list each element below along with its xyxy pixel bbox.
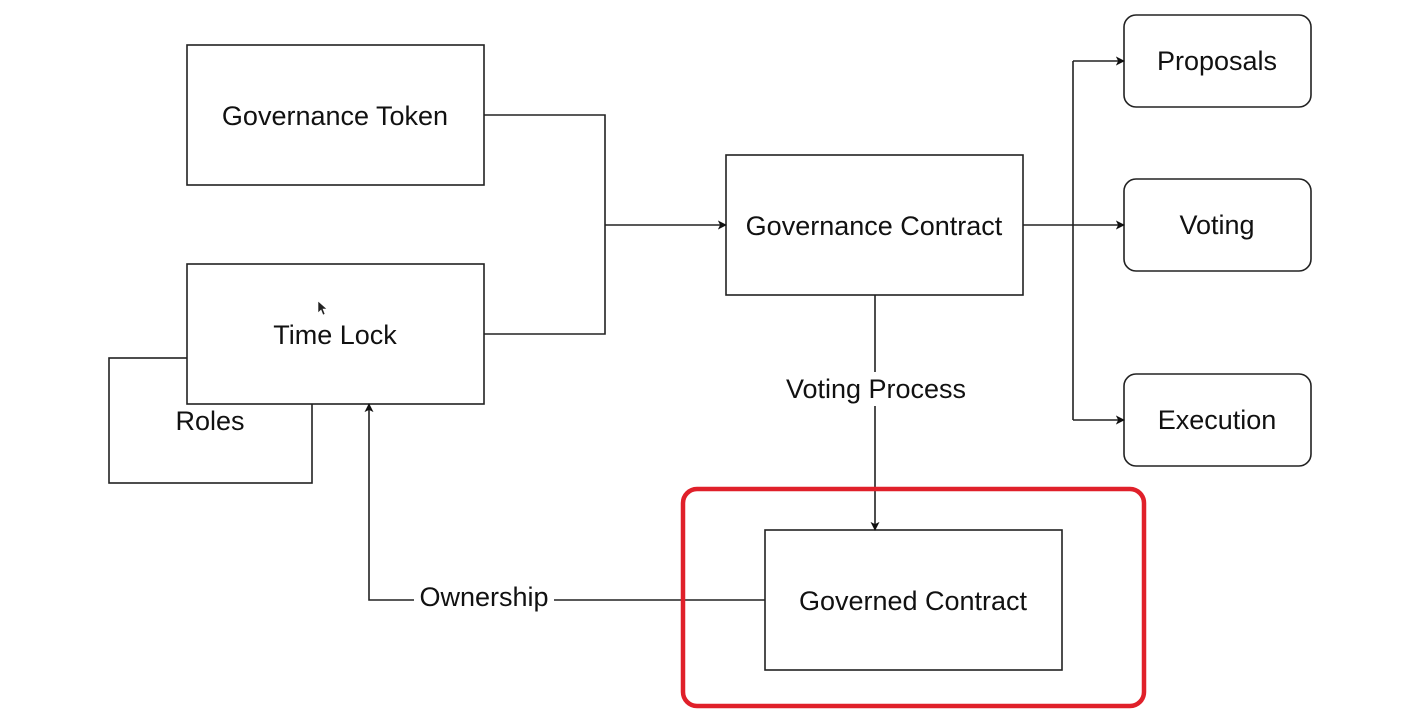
connector-ownership: [364, 403, 765, 601]
node-time-lock[interactable]: Time Lock: [186, 263, 485, 405]
node-voting-label: Voting: [1179, 210, 1254, 240]
edge-label-ownership: Ownership: [419, 582, 548, 612]
node-governance-token-label: Governance Token: [222, 101, 448, 131]
mouse-cursor-icon: [317, 300, 328, 316]
node-governance-token[interactable]: Governance Token: [186, 44, 485, 186]
node-time-lock-label: Time Lock: [273, 320, 397, 350]
node-roles-label: Roles: [175, 406, 244, 436]
node-governance-contract-label: Governance Contract: [746, 211, 1003, 241]
node-governed-contract[interactable]: Governed Contract: [764, 529, 1063, 671]
node-voting[interactable]: Voting: [1123, 178, 1312, 272]
edge-label-voting-process: Voting Process: [786, 374, 966, 404]
node-proposals[interactable]: Proposals: [1123, 14, 1312, 108]
node-execution[interactable]: Execution: [1123, 373, 1312, 467]
highlight-box: [680, 486, 1147, 709]
connector-token-to-junction: [484, 114, 606, 335]
node-execution-label: Execution: [1158, 405, 1277, 435]
node-proposals-label: Proposals: [1157, 46, 1277, 76]
node-governed-contract-label: Governed Contract: [799, 586, 1028, 616]
node-governance-contract[interactable]: Governance Contract: [725, 154, 1024, 296]
